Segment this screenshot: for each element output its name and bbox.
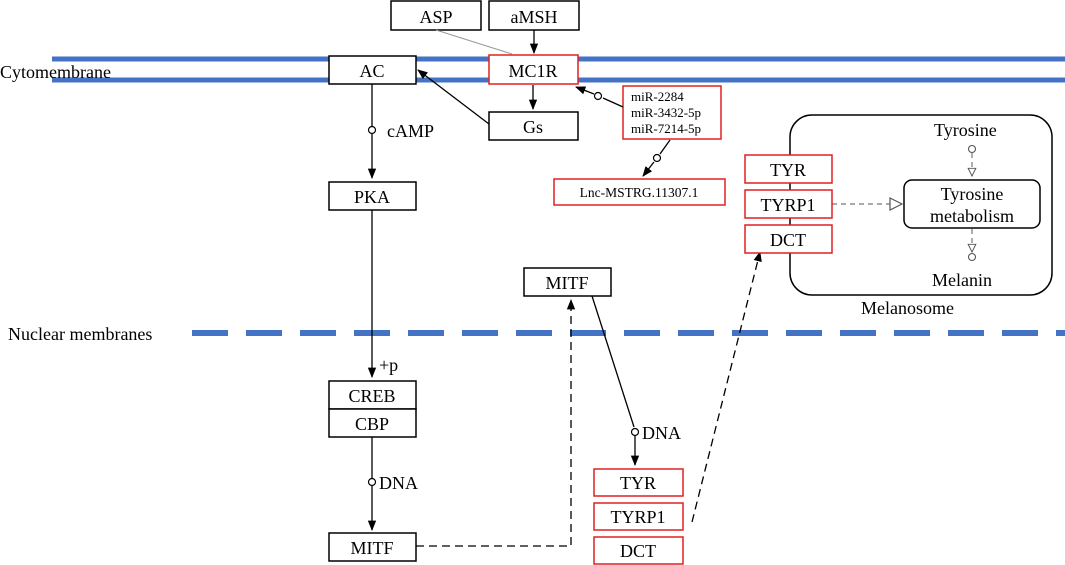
mirna-label-2: miR-3432-5p — [631, 105, 701, 120]
mitf-left-node — [328, 532, 417, 562]
gs-to-ac-edge — [417, 69, 490, 125]
cbp-to-mitf-edge — [367, 437, 377, 532]
mitf-mid-to-enzymes-edge — [591, 295, 640, 467]
mirna-to-lnc-edge — [642, 139, 671, 177]
tyrosine-to-metabolism-edge — [969, 144, 976, 177]
mitf-mid-label: MITF — [545, 273, 588, 293]
tyrp1-right-label: TYRP1 — [760, 195, 815, 215]
lnc-node — [553, 178, 726, 206]
mirna-label-1: miR-2284 — [631, 89, 684, 104]
mitf-left-to-mitf-mid-edge — [416, 298, 576, 547]
melanin-label: Melanin — [932, 270, 992, 290]
tyr-bottom-label: TYR — [620, 473, 656, 493]
ac-label: AC — [359, 61, 384, 81]
enzymes-to-melanosome-edge — [691, 250, 762, 523]
mirna-label-3: miR-7214-5p — [631, 121, 701, 136]
tyrosine-metabolism-line2: metabolism — [930, 206, 1014, 226]
asp-label: ASP — [419, 7, 452, 27]
melanosome-label: Melanosome — [861, 298, 954, 318]
camp-label: cAMP — [387, 121, 434, 141]
dct-right-label: DCT — [770, 230, 806, 250]
mc1r-node — [488, 54, 579, 85]
tyrosine-metabolism-box — [903, 179, 1041, 229]
cytomembrane-label: Cytomembrane — [0, 62, 111, 82]
dct-right-node — [744, 224, 833, 254]
tyrosine-label: Tyrosine — [934, 120, 997, 140]
dct-bottom-node — [593, 536, 684, 565]
gs-node — [488, 111, 579, 141]
creb-label: CREB — [348, 386, 395, 406]
pka-node — [328, 181, 417, 211]
mitf-left-label: MITF — [350, 538, 393, 558]
tyrp1-bottom-label: TYRP1 — [610, 507, 665, 527]
pka-label: PKA — [354, 187, 390, 207]
dna-left-label: DNA — [379, 473, 418, 493]
tyrosine-metabolism-line1: Tyrosine — [941, 184, 1004, 204]
nuclear-membrane-label: Nuclear membranes — [8, 324, 152, 344]
mirna-node — [622, 85, 722, 140]
ac-node — [328, 55, 417, 85]
dna-mid-label: DNA — [642, 423, 681, 443]
tyr-right-node — [744, 154, 833, 184]
creb-node — [328, 380, 417, 410]
mirna-to-mc1r-edge — [575, 86, 624, 108]
cbp-label: CBP — [355, 414, 389, 434]
phospho-label: +p — [379, 355, 398, 375]
lnc-label: Lnc-MSTRG.11307.1 — [580, 185, 699, 200]
asp-to-mc1r-edge — [435, 29, 513, 55]
tyrp1-bottom-node — [593, 502, 684, 531]
ac-to-pka-edge — [367, 84, 377, 180]
tyrp1-right-node — [744, 189, 833, 219]
metabolism-to-melanin-edge — [969, 229, 976, 262]
gs-label: Gs — [523, 117, 543, 137]
tyr-bottom-node — [593, 468, 684, 497]
mc1r-label: MC1R — [508, 61, 557, 81]
tyr-right-label: TYR — [770, 160, 806, 180]
cbp-node — [328, 408, 417, 438]
mitf-mid-node — [523, 267, 612, 297]
dct-bottom-label: DCT — [620, 541, 656, 561]
amsh-label: aMSH — [510, 7, 557, 27]
